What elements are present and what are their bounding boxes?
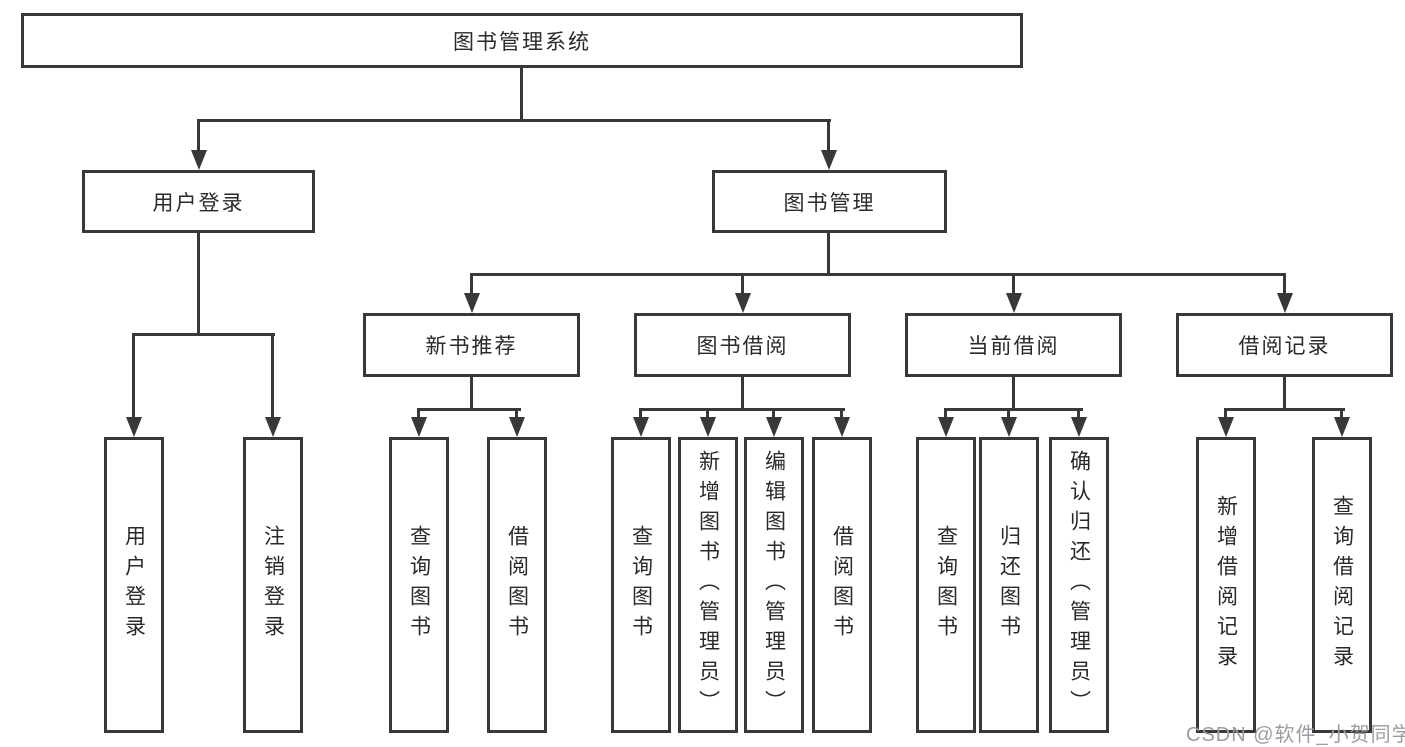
leaf-return-books-label: 归还图书	[997, 525, 1021, 645]
connector-recommend-stem	[470, 377, 473, 410]
leaf-borrow-books-label: 借阅图书	[830, 525, 854, 645]
csdn-watermark: CSDN @软件_小贺同学	[1186, 724, 1405, 746]
leaf-current-query-books-label: 查询图书	[934, 525, 958, 645]
node-current-borrow-label: 当前借阅	[967, 335, 1060, 358]
connector-recommend-drop	[470, 273, 473, 296]
connector-current-stem	[1012, 377, 1015, 410]
leaf-recommend-query-books: 查询图书	[389, 437, 449, 733]
connector-records-drop	[1283, 273, 1286, 296]
connector-borrow-rail	[639, 408, 845, 411]
leaf-borrow-query-books-label: 查询图书	[629, 525, 653, 645]
connector-current-drop	[1012, 273, 1015, 296]
connector-leaf-drop	[1340, 408, 1343, 420]
node-current-borrow: 当前借阅	[905, 313, 1122, 377]
connector-recommend-rail	[417, 408, 521, 411]
connector-user-login-rail	[132, 333, 275, 336]
leaf-confirm-return-admin-label: 确认归还（管理员）	[1067, 450, 1091, 720]
arrow-down-icon	[1218, 417, 1234, 437]
arrow-down-icon	[1334, 417, 1350, 437]
leaf-borrow-books: 借阅图书	[812, 437, 872, 733]
leaf-add-borrow-record-label: 新增借阅记录	[1214, 495, 1238, 675]
leaf-add-books-admin: 新增图书（管理员）	[678, 437, 738, 733]
arrow-down-icon	[509, 417, 525, 437]
leaf-query-borrow-record: 查询借阅记录	[1312, 437, 1372, 733]
connector-records-rail	[1224, 408, 1345, 411]
leaf-recommend-borrow-books-label: 借阅图书	[505, 525, 529, 645]
leaf-user-login-label: 用户登录	[122, 525, 146, 645]
connector-leaf-drop	[1007, 408, 1010, 420]
connector-leaf-drop	[639, 408, 642, 420]
connector-leaf-drop	[132, 333, 135, 419]
leaf-confirm-return-admin: 确认归还（管理员）	[1049, 437, 1109, 733]
connector-leaf-drop	[417, 408, 420, 420]
arrow-down-icon	[464, 293, 480, 313]
arrow-down-icon	[938, 417, 954, 437]
connector-book-mgmt-drop	[827, 119, 830, 152]
leaf-user-login: 用户登录	[104, 437, 164, 733]
connector-leaf-drop	[944, 408, 947, 420]
connector-level1-rail	[197, 119, 831, 122]
connector-leaf-drop	[1224, 408, 1227, 420]
arrow-down-icon	[265, 417, 281, 437]
leaf-current-query-books: 查询图书	[916, 437, 976, 733]
leaf-edit-books-admin: 编辑图书（管理员）	[744, 437, 804, 733]
connector-user-login-drop	[197, 119, 200, 152]
connector-book-mgmt-stem	[827, 233, 830, 276]
arrow-down-icon	[1001, 417, 1017, 437]
node-borrow-records-label: 借阅记录	[1238, 335, 1331, 358]
arrow-down-icon	[700, 417, 716, 437]
node-book-management: 图书管理	[712, 170, 947, 233]
connector-leaf-drop	[772, 408, 775, 420]
connector-leaf-drop	[706, 408, 709, 420]
connector-user-login-stem	[197, 233, 200, 336]
arrow-down-icon	[821, 150, 837, 170]
connector-borrow-stem	[741, 377, 744, 410]
node-book-borrow: 图书借阅	[634, 313, 851, 377]
connector-records-stem	[1283, 377, 1286, 410]
connector-root-stem	[520, 68, 523, 122]
node-book-management-label: 图书管理	[783, 191, 876, 215]
leaf-recommend-query-books-label: 查询图书	[407, 525, 431, 645]
connector-leaf-drop	[1077, 408, 1080, 420]
leaf-return-books: 归还图书	[979, 437, 1039, 733]
arrow-down-icon	[633, 417, 649, 437]
node-borrow-records: 借阅记录	[1176, 313, 1393, 377]
arrow-down-icon	[1006, 293, 1022, 313]
leaf-query-borrow-record-label: 查询借阅记录	[1330, 495, 1354, 675]
arrow-down-icon	[834, 417, 850, 437]
node-book-borrow-label: 图书借阅	[696, 335, 789, 358]
arrow-down-icon	[411, 417, 427, 437]
leaf-recommend-borrow-books: 借阅图书	[487, 437, 547, 733]
node-new-book-recommend-label: 新书推荐	[425, 335, 518, 358]
node-library-system-label: 图书管理系统	[453, 30, 591, 54]
leaf-logout: 注销登录	[243, 437, 303, 733]
leaf-borrow-query-books: 查询图书	[611, 437, 671, 733]
arrow-down-icon	[766, 417, 782, 437]
leaf-edit-books-admin-label: 编辑图书（管理员）	[762, 450, 786, 720]
arrow-down-icon	[1071, 417, 1087, 437]
connector-leaf-drop	[515, 408, 518, 420]
connector-leaf-drop	[840, 408, 843, 420]
node-user-login-label: 用户登录	[152, 191, 245, 215]
arrow-down-icon	[1277, 293, 1293, 313]
arrow-down-icon	[126, 417, 142, 437]
connector-borrow-drop	[741, 273, 744, 296]
connector-current-rail	[944, 408, 1083, 411]
node-library-system: 图书管理系统	[21, 13, 1023, 68]
node-new-book-recommend: 新书推荐	[363, 313, 580, 377]
connector-leaf-drop	[271, 333, 274, 419]
leaf-logout-label: 注销登录	[261, 525, 285, 645]
arrow-down-icon	[735, 293, 751, 313]
node-user-login: 用户登录	[82, 170, 315, 233]
connector-level2-rail	[470, 273, 1286, 276]
arrow-down-icon	[191, 150, 207, 170]
leaf-add-books-admin-label: 新增图书（管理员）	[696, 450, 720, 720]
leaf-add-borrow-record: 新增借阅记录	[1196, 437, 1256, 733]
